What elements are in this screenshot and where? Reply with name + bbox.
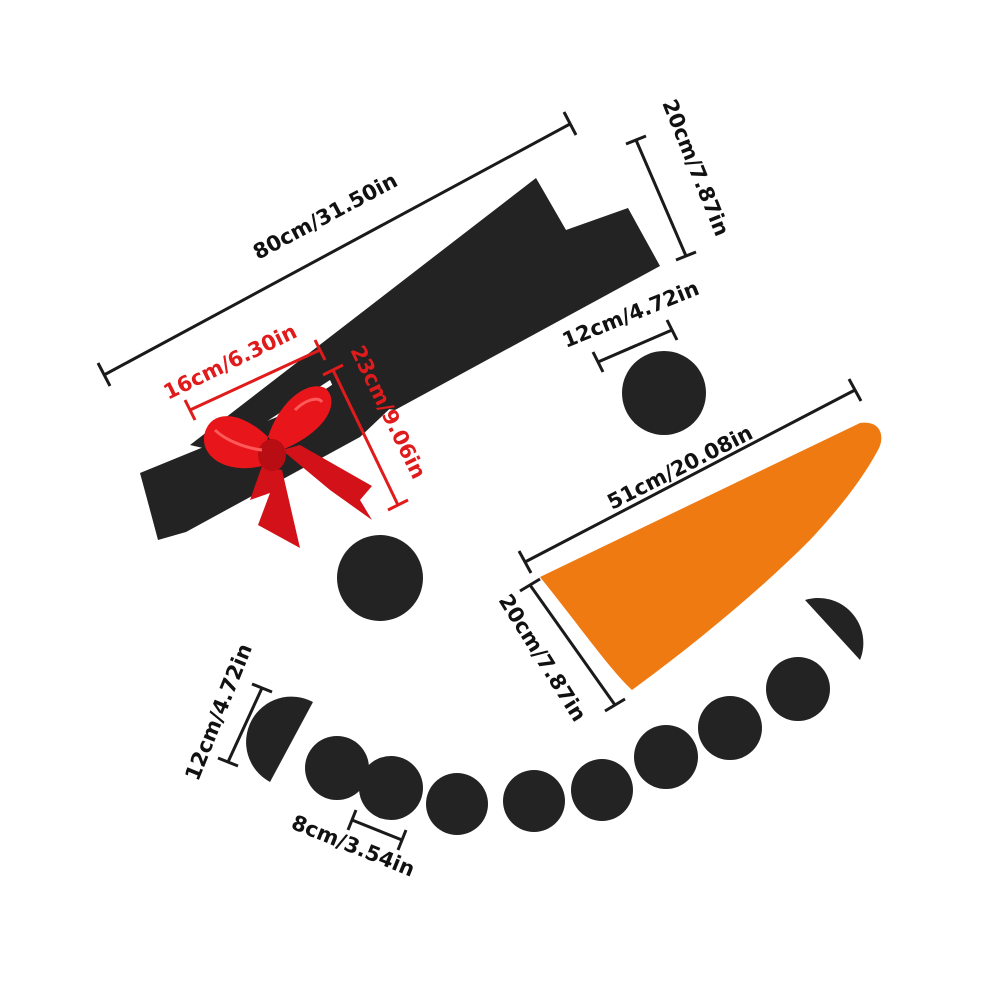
mouth-semicircle [246, 696, 313, 782]
label-hat-length: 80cm/31.50in [249, 168, 401, 264]
red-bow [203, 386, 372, 548]
mouth-circle [426, 773, 488, 835]
dimension-mouth-small: 8cm/3.54in [288, 809, 418, 882]
mouth-semicircle [805, 597, 864, 660]
mouth-pieces [246, 597, 864, 835]
mouth-circle [571, 759, 633, 821]
mouth-circle [503, 770, 565, 832]
eye-piece [622, 351, 706, 435]
mouth-circle [634, 725, 698, 789]
carrot-nose-piece [540, 422, 882, 690]
label-mouth-large: 12cm/4.72in [180, 640, 257, 784]
mouth-circle [305, 736, 369, 800]
mouth-circle [766, 657, 830, 721]
mouth-circle [698, 696, 762, 760]
eye-piece [337, 535, 423, 621]
mouth-circle [359, 756, 423, 820]
